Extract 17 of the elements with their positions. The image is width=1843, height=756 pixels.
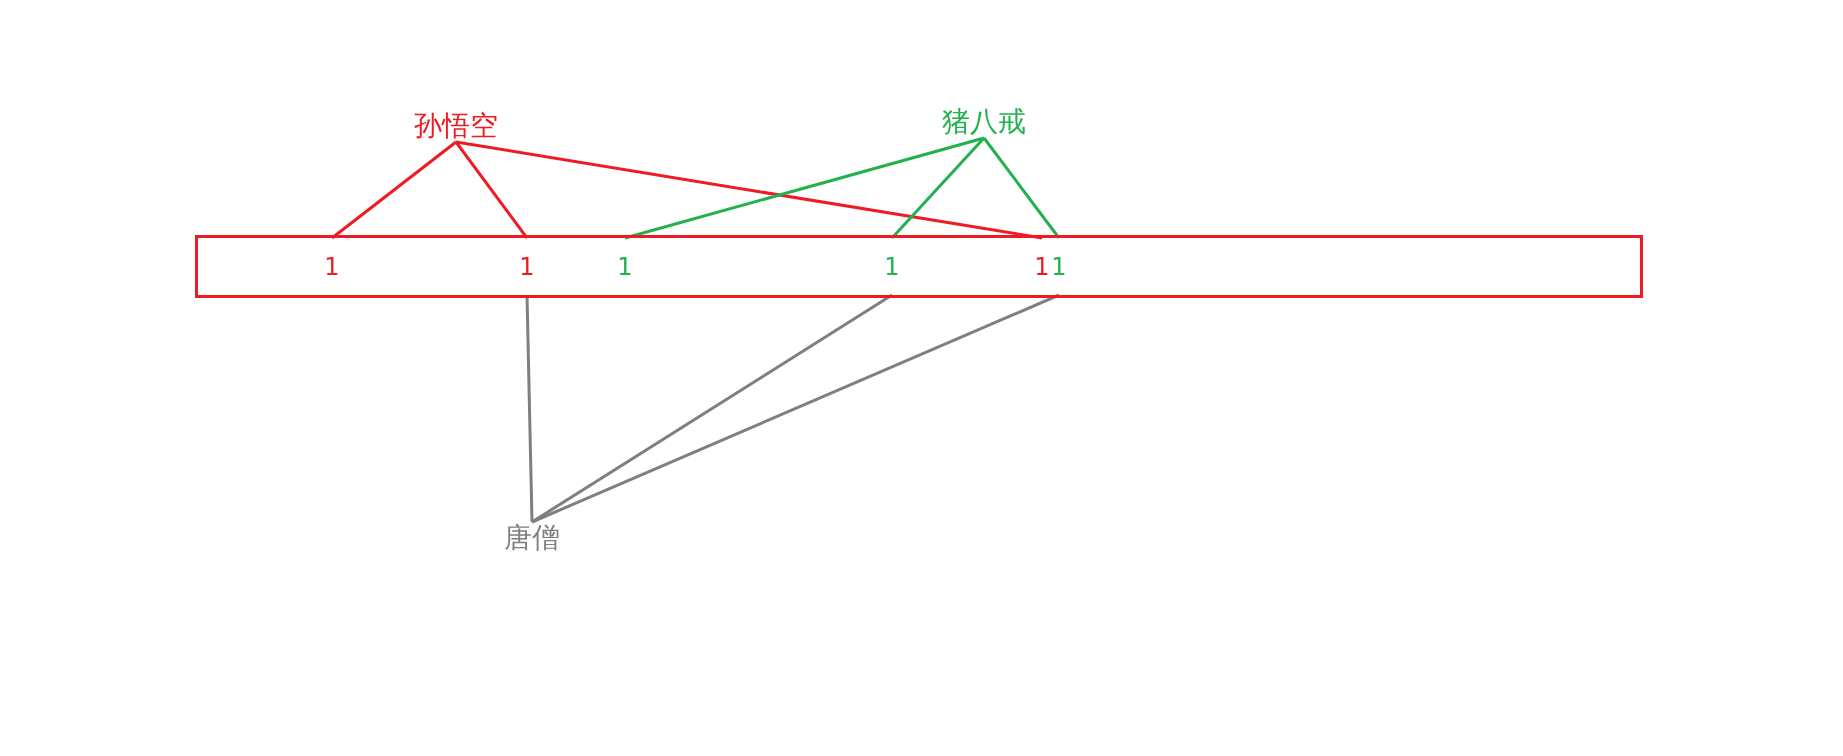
bit-value: 1 [324,238,340,295]
connector-line [890,137,986,239]
connector-line [982,137,1061,239]
bit-value: 1 [1051,238,1067,295]
connector-line [624,136,985,240]
bit-value: 1 [519,238,535,295]
bit-value: 1 [617,238,633,295]
name-label: 孙悟空 [410,110,502,142]
connector-line [531,293,1060,524]
name-label: 唐僧 [500,522,564,554]
bit-value: 1 [884,238,900,295]
bit-value: 1 [1034,238,1050,295]
connector-line [455,140,1043,240]
connector-line [454,141,529,239]
connector-line [331,140,457,240]
bit-array-bar [195,235,1643,298]
name-label: 猪八戒 [938,106,1030,138]
